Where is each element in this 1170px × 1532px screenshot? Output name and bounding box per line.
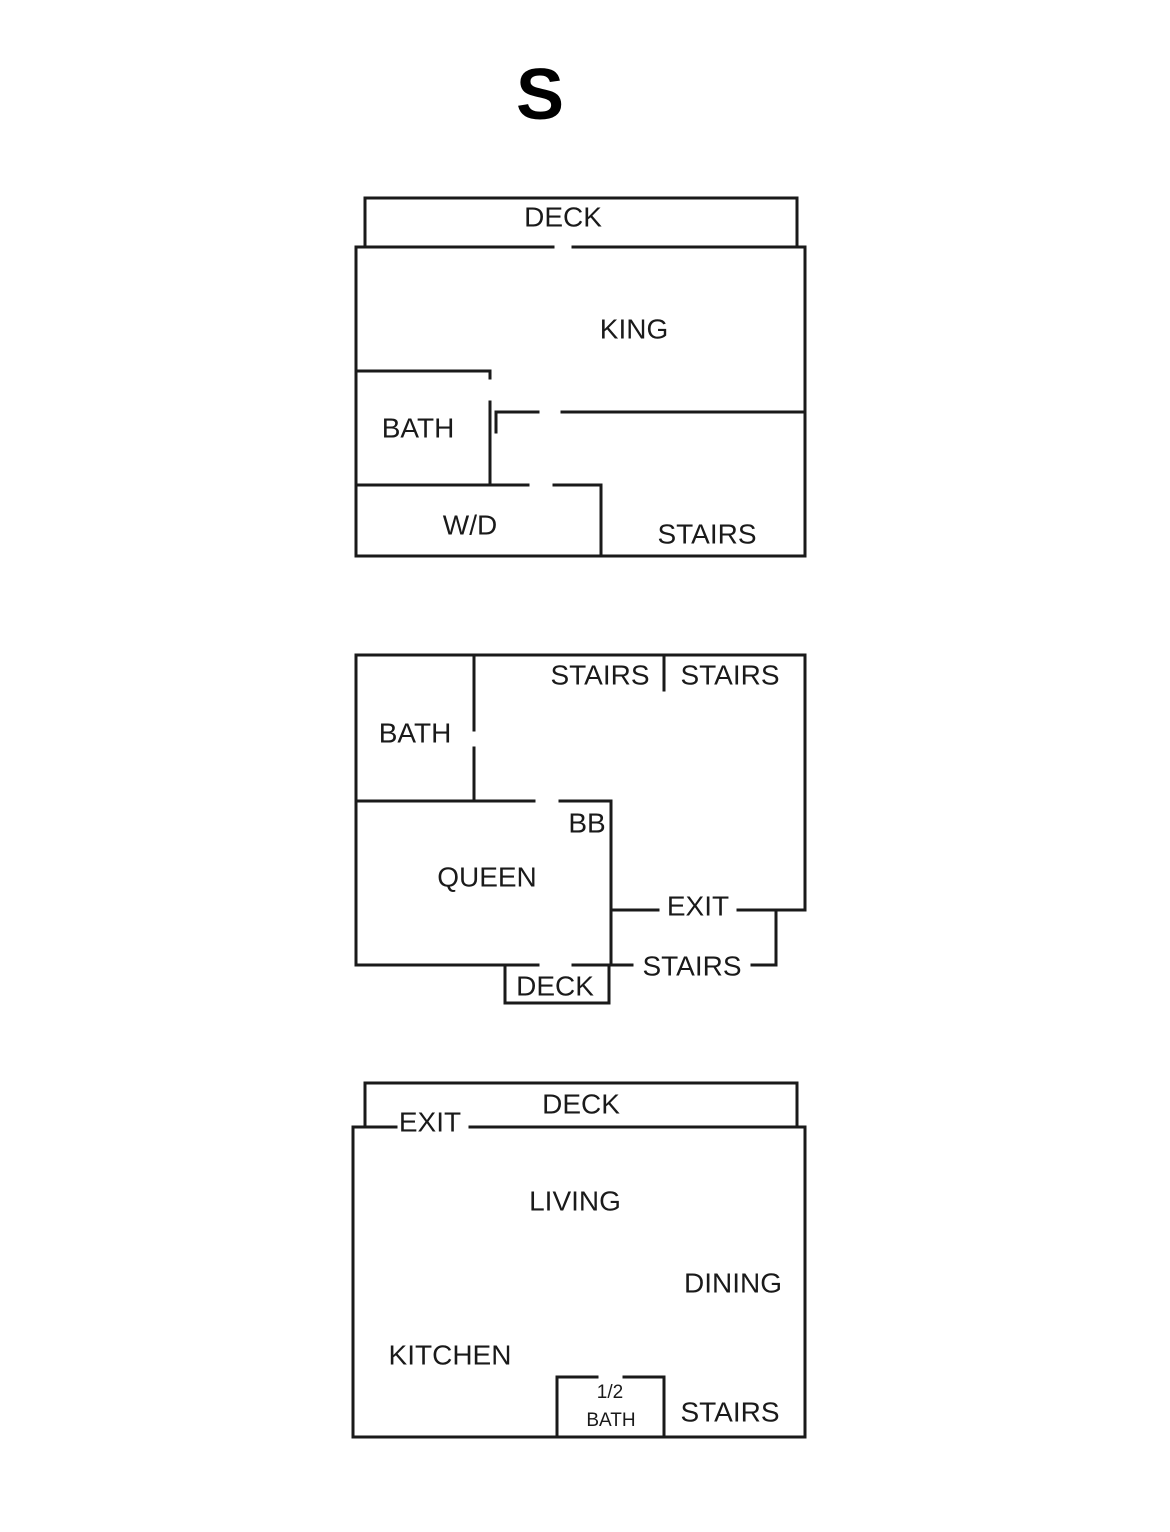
middle-stairs-bracket	[750, 908, 778, 967]
upper-wd-label: W/D	[443, 509, 497, 540]
middle-bb-wall	[558, 799, 613, 967]
upper-deck-label: DECK	[524, 201, 602, 232]
lower-living-label: LIVING	[529, 1185, 621, 1216]
upper-bath-label: BATH	[382, 412, 455, 443]
lower-half-bath-fraction: 1/2	[597, 1382, 623, 1403]
upper-outer-wall	[354, 245, 807, 558]
lower-exit-label: EXIT	[399, 1106, 461, 1137]
middle-bath-label: BATH	[379, 717, 452, 748]
middle-deck-wall	[503, 963, 611, 1005]
middle-stairs-right-label: STAIRS	[680, 659, 779, 690]
lower-floor: EXIT DECK LIVING DINING KITCHEN 1/2 BATH…	[351, 1081, 807, 1439]
upper-wd-top-wall-right	[552, 483, 603, 558]
plan-title: S	[516, 55, 564, 135]
upper-king-label: KING	[600, 313, 668, 344]
lower-half-bath-label: BATH	[586, 1410, 635, 1431]
middle-queen-label: QUEEN	[437, 861, 537, 892]
middle-outer-wall	[354, 653, 807, 967]
middle-floor: STAIRS STAIRS BATH BB QUEEN EXIT STAIRS …	[354, 653, 807, 1005]
middle-stairs-bottom-label: STAIRS	[642, 950, 741, 981]
upper-bath-top-wall	[354, 369, 492, 380]
lower-dining-label: DINING	[684, 1267, 782, 1298]
upper-stairs-label: STAIRS	[657, 518, 756, 549]
middle-deck-label: DECK	[516, 970, 594, 1001]
lower-half-bath-wall-right	[622, 1375, 666, 1439]
middle-bb-label: BB	[568, 807, 605, 838]
lower-stairs-label: STAIRS	[680, 1396, 779, 1427]
upper-floor: DECK KING BATH W/D STAIRS	[354, 196, 807, 558]
upper-deck-wall	[363, 196, 799, 247]
lower-outer-wall	[351, 1125, 807, 1439]
middle-exit-label: EXIT	[667, 890, 729, 921]
upper-hall-wall-left	[494, 410, 540, 434]
lower-deck-label: DECK	[542, 1088, 620, 1119]
lower-deck-wall	[363, 1081, 799, 1128]
lower-kitchen-label: KITCHEN	[389, 1339, 512, 1370]
middle-stairs-left-label: STAIRS	[550, 659, 649, 690]
lower-half-bath-wall-left	[555, 1375, 599, 1439]
